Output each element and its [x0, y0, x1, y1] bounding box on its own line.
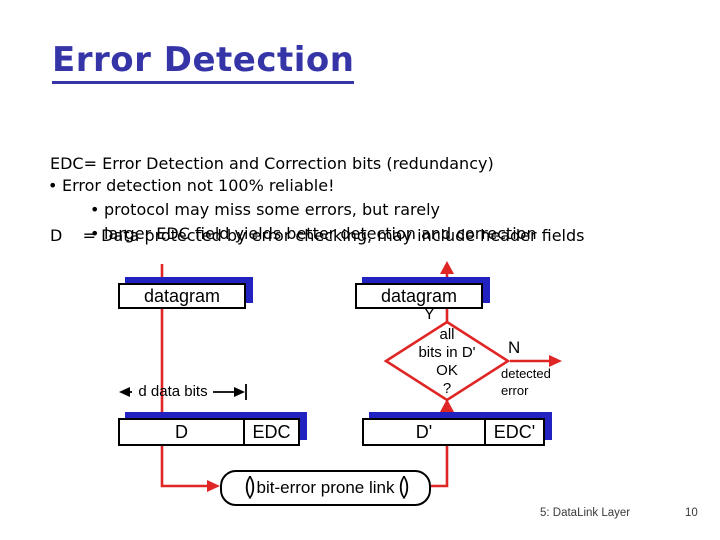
sender-d-cell: D [118, 418, 245, 446]
bullet-sub-1-text: protocol may miss some errors, but rarel… [104, 200, 440, 219]
definition-d: D = Data protected by error checking, ma… [50, 226, 585, 245]
detected-error-line-1: detected [501, 366, 551, 381]
receiver-d-label: D' [415, 421, 433, 442]
page-title: Error Detection [52, 41, 355, 85]
arrow-up-icon [440, 261, 454, 274]
link-label: bit-error prone link [256, 478, 395, 497]
detected-error-label: detected error [501, 365, 551, 399]
link-tube: () bit-error prone link () [220, 470, 431, 506]
decision-line-2: bits in D' [418, 344, 476, 361]
yes-label: Y [424, 306, 435, 323]
sender-datagram-box: datagram [118, 283, 246, 309]
decision-text: all bits in D' OK ? [386, 323, 508, 401]
tube-right-cap-icon: () [398, 472, 409, 499]
measure-arrow-right-icon [234, 387, 245, 397]
bullet-icon: • [90, 224, 100, 243]
bullet-list: •Error detection not 100% reliable! •pro… [48, 174, 537, 246]
sender-d-label: D [175, 421, 188, 442]
receiver-datagram-label: datagram [380, 285, 458, 306]
bullet-main: •Error detection not 100% reliable! [48, 174, 537, 198]
definition-edc: EDC= Error Detection and Correction bits… [50, 154, 494, 173]
sender-edc-cell: EDC [245, 418, 300, 446]
footer-section-label: 5: DataLink Layer [540, 507, 631, 519]
bullet-sub-2-text: larger EDC field yields better detection… [104, 224, 537, 243]
decision-diamond [383, 320, 511, 402]
receiver-edc-cell: EDC' [486, 418, 545, 446]
definitions-block: EDC= Error Detection and Correction bits… [50, 104, 585, 296]
decision-line-4: ? [442, 380, 452, 397]
sender-datagram-label: datagram [143, 285, 221, 306]
tube-left-cap-icon: () [244, 472, 256, 499]
bullet-sub-1: •protocol may miss some errors, but rare… [90, 198, 537, 222]
arrow-right-icon [207, 480, 220, 492]
receiver-edc-label: EDC' [493, 421, 536, 442]
sender-edc-label: EDC [252, 421, 291, 442]
receiver-frame-box: D' EDC' [362, 418, 545, 446]
link-to-receiver-line [428, 442, 449, 488]
decision-line-1: all [439, 326, 455, 343]
arrow-up-icon [440, 399, 454, 412]
sender-frame-box: D EDC [118, 418, 300, 446]
measure-arrow-left-icon [119, 387, 130, 397]
decision-line-3: OK [436, 362, 458, 379]
bullet-icon: • [48, 176, 58, 195]
arrow-right-icon [549, 355, 562, 367]
bullet-sub-2: •larger EDC field yields better detectio… [90, 222, 537, 246]
receiver-d-cell: D' [362, 418, 486, 446]
data-bits-label: d data bits [138, 383, 208, 400]
bullet-icon: • [90, 200, 100, 219]
receiver-datagram-box: datagram [355, 283, 483, 309]
footer-page-number: 10 [685, 507, 698, 519]
bullet-main-text: Error detection not 100% reliable! [62, 176, 335, 195]
no-label: N [508, 338, 521, 357]
detected-error-line-2: error [501, 383, 529, 398]
